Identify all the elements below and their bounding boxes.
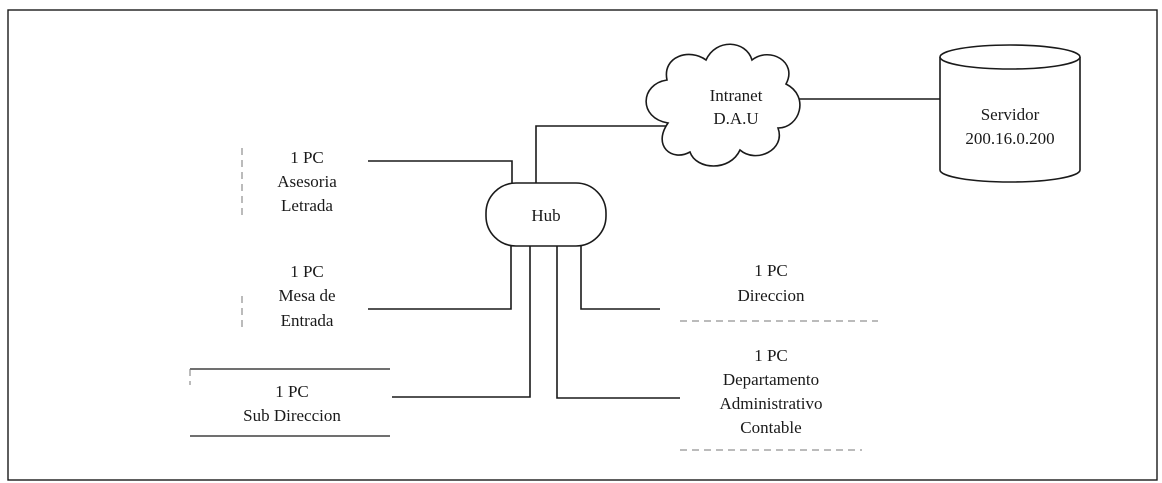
node-label-line: Asesoria <box>277 172 337 191</box>
link-asesoria-hub <box>368 160 513 183</box>
link-departamento-hub <box>556 246 680 399</box>
node-label-line: Departamento <box>723 370 819 389</box>
node-direccion: 1 PC Direccion <box>680 261 878 322</box>
cloud-label-line2: D.A.U <box>713 109 758 128</box>
cloud-label-line1: Intranet <box>710 86 763 105</box>
node-label-line: 1 PC <box>290 262 324 281</box>
server-label-line2: 200.16.0.200 <box>965 129 1054 148</box>
hub-label: Hub <box>531 206 560 225</box>
node-label-line: 1 PC <box>290 148 324 167</box>
link-direccion-hub <box>580 244 660 310</box>
link-mesa-hub <box>368 244 512 310</box>
intranet-cloud: Intranet D.A.U <box>645 43 801 167</box>
hub: Hub <box>485 182 607 247</box>
server-cylinder-top <box>939 44 1081 70</box>
node-mesa-de-entrada: 1 PC Mesa de Entrada <box>241 262 336 332</box>
node-asesoria-letrada: 1 PC Asesoria Letrada <box>241 148 337 218</box>
node-label-line: Letrada <box>281 196 333 215</box>
link-hub-cloud <box>535 125 675 183</box>
link-subdireccion-hub <box>392 246 531 398</box>
node-label-line: 1 PC <box>754 261 788 280</box>
node-label-line: Administrativo <box>720 394 823 413</box>
connections <box>368 98 940 399</box>
node-departamento-administrativo: 1 PC Departamento Administrativo Contabl… <box>680 346 862 451</box>
server-label-line1: Servidor <box>981 105 1040 124</box>
node-label-line: Direccion <box>737 286 805 305</box>
cloud-shape <box>645 43 801 167</box>
diagram-frame <box>7 9 1158 481</box>
node-sub-direccion: 1 PC Sub Direccion <box>189 368 390 437</box>
node-label-line: Mesa de <box>278 286 335 305</box>
node-label-line: 1 PC <box>754 346 788 365</box>
node-label-line: Sub Direccion <box>243 406 341 425</box>
node-label-line: 1 PC <box>275 382 309 401</box>
node-label-line: Contable <box>740 418 801 437</box>
hub-shape <box>485 182 607 247</box>
server: Servidor 200.16.0.200 <box>939 44 1081 183</box>
node-label-line: Entrada <box>281 311 334 330</box>
server-cylinder-body <box>939 57 1081 183</box>
